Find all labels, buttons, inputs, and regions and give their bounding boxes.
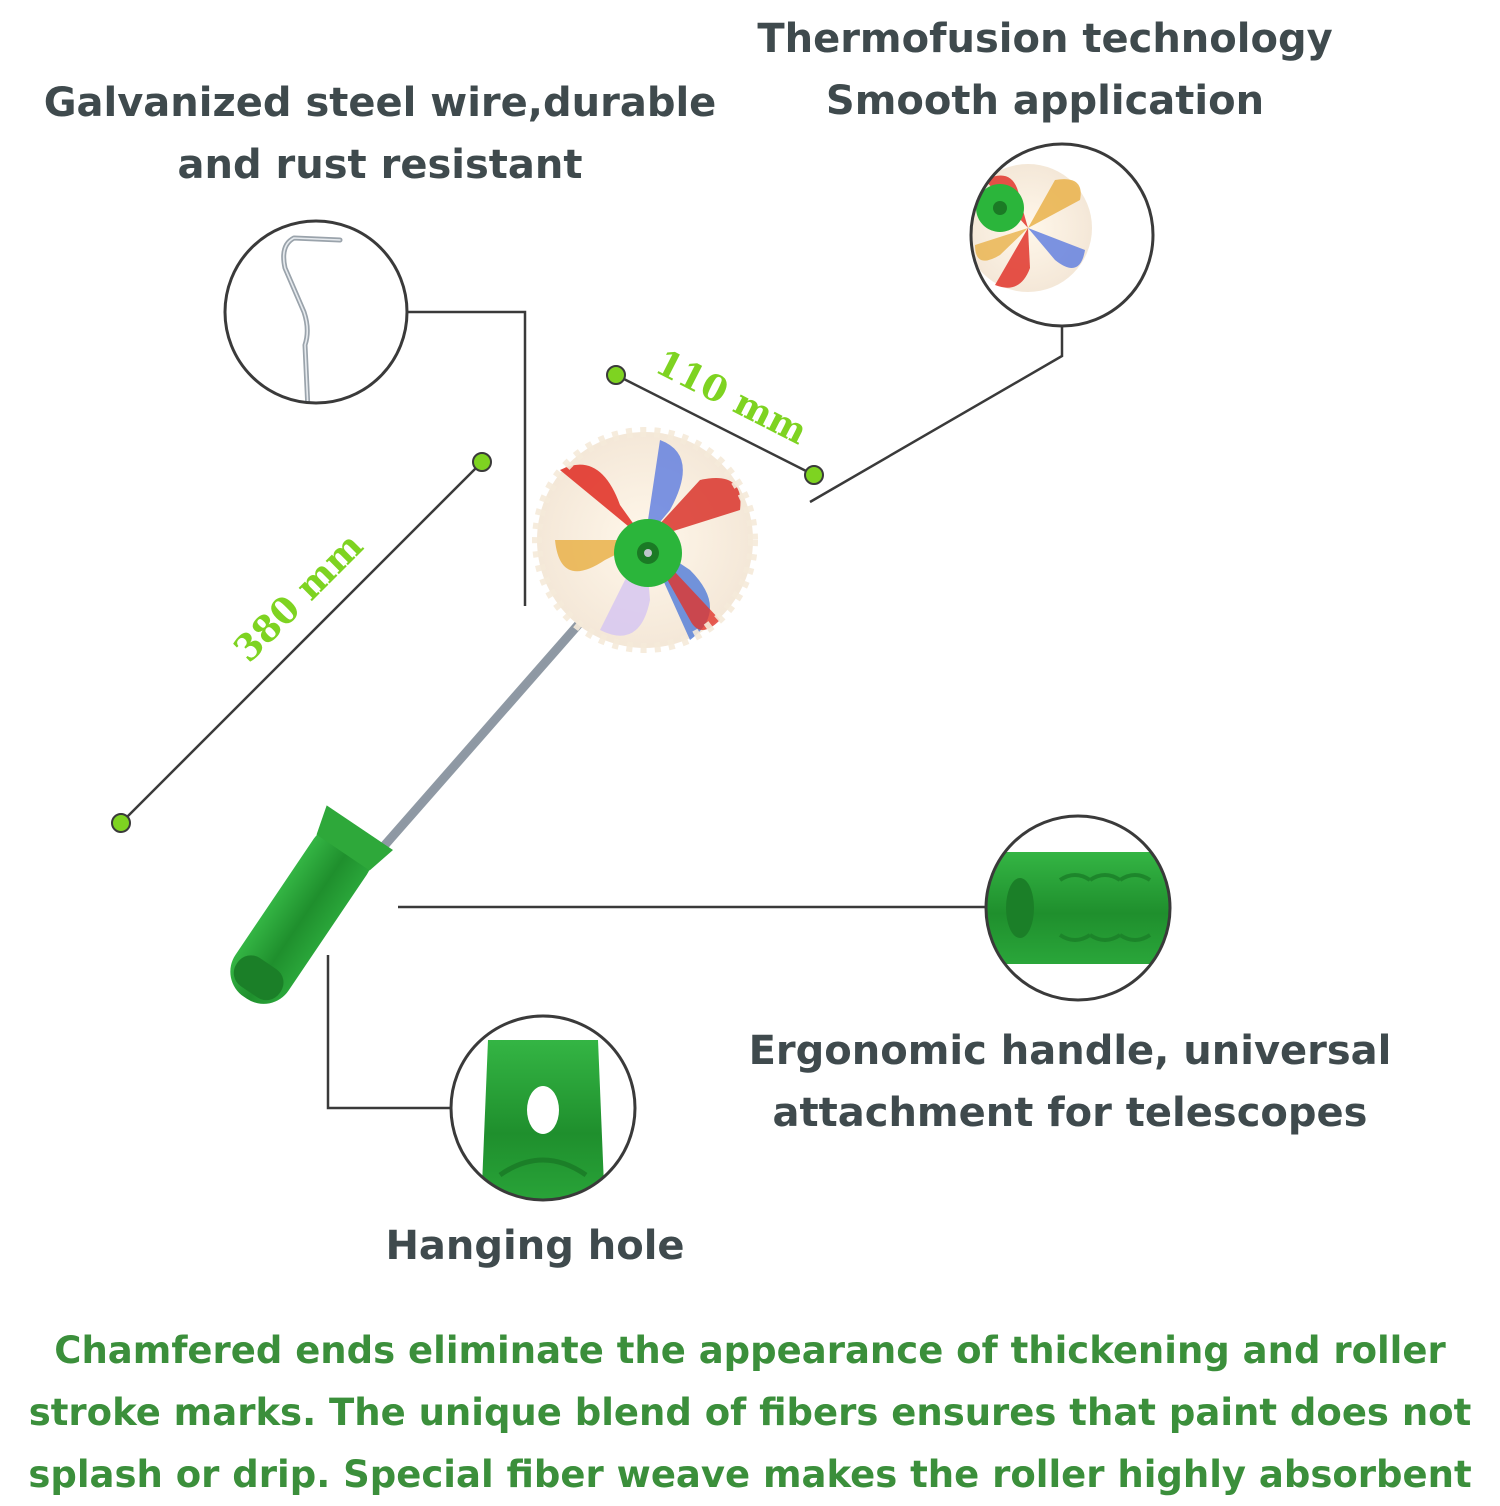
description-line3: splash or drip. Special fiber weave make…: [28, 1453, 1472, 1496]
thermo-callout-line: [809, 326, 1064, 504]
thermo-feature-title: Thermofusion technology Smooth applicati…: [700, 8, 1390, 132]
callout-lines: [326, 310, 1064, 1110]
length-dimension-label: 380 mm: [226, 525, 372, 671]
wire-feature-title: Galvanized steel wire,durable and rust r…: [20, 72, 740, 196]
roller-cover-icon: [971, 164, 1092, 292]
description-line2: stroke marks. The unique blend of fibers…: [28, 1391, 1472, 1434]
hole-feature-title: Hanging hole: [330, 1215, 740, 1277]
length-dimension: 380 mm: [111, 452, 492, 833]
width-dimension-start-dot: [606, 365, 626, 385]
hole-detail-circle: [449, 1014, 637, 1202]
product-description: Chamfered ends eliminate the appearance …: [20, 1320, 1480, 1506]
hole-feature-label: Hanging hole: [385, 1223, 685, 1269]
hook-wire-icon: [281, 235, 343, 403]
length-dimension-start-dot: [111, 813, 131, 833]
hanging-hole-icon: [481, 1040, 605, 1200]
description-line1: Chamfered ends eliminate the appearance …: [54, 1329, 1446, 1372]
wire-detail-circle: [223, 219, 409, 405]
thermo-feature-line2: Smooth application: [825, 78, 1265, 124]
handle-feature-line2: attachment for telescopes: [772, 1090, 1368, 1136]
handle-detail-circle: [984, 814, 1172, 1002]
paint-roller-icon: [230, 427, 758, 1004]
wire-feature-line2: and rust resistant: [177, 142, 583, 188]
hole-callout-line: [326, 955, 451, 1110]
thermo-feature-line1: Thermofusion technology: [757, 16, 1333, 62]
handle-feature-line1: Ergonomic handle, universal: [748, 1028, 1392, 1074]
wire-callout-line: [407, 310, 527, 606]
wire-feature-line1: Galvanized steel wire,durable: [43, 80, 717, 126]
length-dimension-end-dot: [472, 452, 492, 472]
product-illustration: 380 mm 110 mm: [111, 142, 1172, 1202]
thermo-detail-circle: [969, 142, 1155, 328]
handle-grip-icon: [986, 852, 1170, 964]
width-dimension-end-dot: [804, 465, 824, 485]
roller-cover: [532, 427, 758, 653]
handle-feature-title: Ergonomic handle, universal attachment f…: [720, 1020, 1420, 1144]
